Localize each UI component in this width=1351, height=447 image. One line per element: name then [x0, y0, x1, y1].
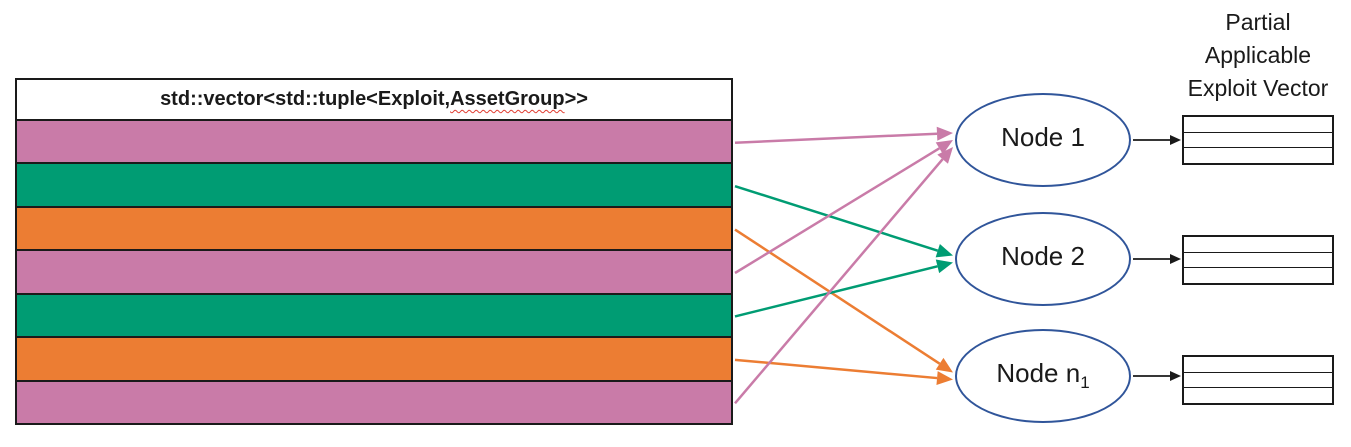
partial-exploit-vector-table-node-2: [1182, 235, 1334, 285]
node-n1-ellipse: Node n1: [955, 329, 1131, 423]
vector-cell: [1184, 357, 1332, 373]
title-line-3: Exploit Vector: [1187, 75, 1329, 101]
connector-arrow-row2-to-node-2-head: [935, 243, 953, 258]
title-line-2: Applicable: [1204, 42, 1312, 68]
node-1-label: Node 1: [1001, 122, 1085, 153]
partial-exploit-vector-table-node-n1: [1182, 355, 1334, 405]
connector-arrow-row3-to-node-n1-head: [935, 357, 953, 373]
node-2-ellipse: Node 2: [955, 212, 1131, 306]
output-arrow-node-n1-head: [1170, 371, 1181, 381]
vector-cell: [1184, 268, 1332, 283]
vector-row-5: [17, 294, 731, 339]
vector-cell: [1184, 237, 1332, 253]
connector-arrow-row3-to-node-n1: [734, 228, 941, 365]
partial-exploit-vector-table-node-1: [1182, 115, 1334, 165]
vector-row-6: [17, 338, 731, 382]
vector-row-7: [17, 381, 731, 423]
node-2-label: Node 2: [1001, 241, 1085, 272]
vector-table-header: std::vector<std::tuple<Exploit, AssetGro…: [17, 80, 731, 121]
connector-arrow-row5-to-node-2: [734, 265, 938, 318]
node-1-ellipse: Node 1: [955, 93, 1131, 187]
vector-table-rows: [17, 121, 731, 423]
vector-row-2: [17, 164, 731, 208]
connector-arrow-row6-to-node-n1-head: [936, 371, 953, 386]
exploit-assetgroup-vector-table: std::vector<std::tuple<Exploit, AssetGro…: [15, 78, 733, 425]
title-line-1: Partial: [1225, 9, 1291, 35]
vector-row-3: [17, 207, 731, 252]
output-arrow-node-2-head: [1170, 254, 1181, 264]
vector-cell: [1184, 388, 1332, 403]
vector-cell: [1184, 148, 1332, 163]
output-arrow-node-1-head: [1170, 135, 1181, 145]
connector-arrow-row5-to-node-2-head: [935, 259, 953, 274]
vector-cell: [1184, 133, 1332, 149]
header-text-assetgroup-misspelled: AssetGroup: [450, 88, 565, 110]
header-text-suffix: >>: [564, 88, 588, 110]
vector-row-1: [17, 121, 731, 165]
node-n1-label: Node n1: [996, 358, 1090, 393]
connector-arrow-row4-to-node-1-head: [935, 140, 953, 155]
connector-arrow-row2-to-node-2: [734, 184, 939, 252]
connector-arrow-row1-to-node-1: [734, 132, 938, 144]
vector-cell: [1184, 373, 1332, 389]
connector-arrow-row1-to-node-1-head: [936, 126, 953, 141]
vector-row-4: [17, 251, 731, 295]
connector-arrow-row6-to-node-n1: [734, 358, 938, 380]
partial-exploit-vector-title: Partial Applicable Exploit Vector: [1153, 6, 1351, 105]
vector-cell: [1184, 117, 1332, 133]
connector-arrow-row4-to-node-1: [734, 147, 940, 275]
vector-cell: [1184, 253, 1332, 269]
connector-arrow-row7-to-node-1: [734, 158, 944, 405]
header-text-prefix: std::vector<std::tuple<Exploit,: [160, 88, 451, 110]
connector-arrow-row7-to-node-1-head: [937, 147, 953, 164]
